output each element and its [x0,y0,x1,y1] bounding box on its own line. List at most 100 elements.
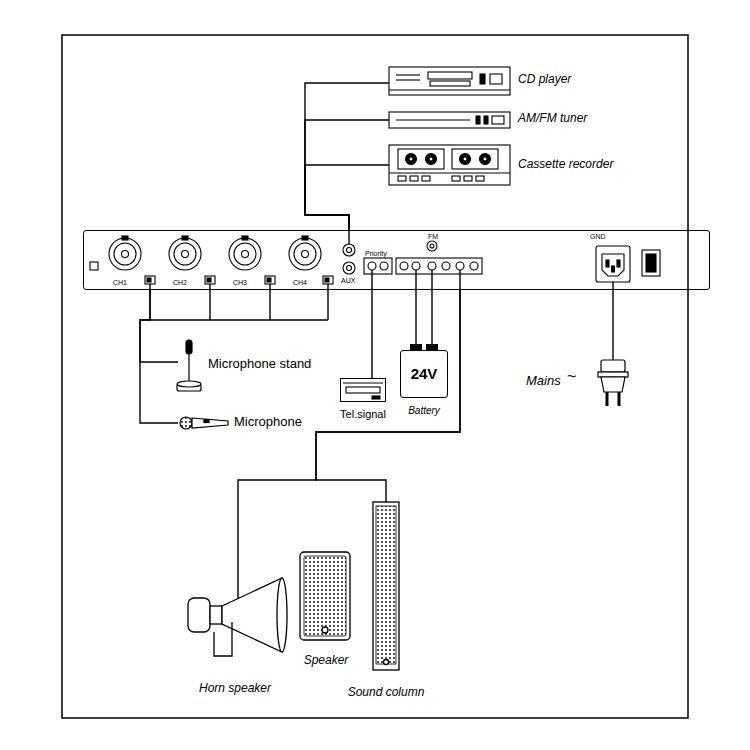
mains-plug-icon [598,372,628,377]
cd-player-icon [490,74,502,84]
telephone-interface-icon [343,383,383,399]
telephone-interface-icon [346,387,380,393]
wire-connector [305,83,389,230]
amplifier-connectors [442,262,450,270]
amplifier-connectors [147,278,151,282]
cassette-recorder-icon [483,157,487,161]
microphone-icon [180,417,192,429]
device-node: Horn speaker [185,598,285,700]
amplifier-connectors [122,236,128,240]
microphone-stand-icon [188,354,189,384]
cd-player-icon [396,74,420,75]
telephone-interface-icon [372,396,380,399]
mains-plug-icon [598,360,628,406]
amplifier-connectors [323,276,333,284]
microphone-stand-icon [177,381,201,387]
microphone-stand-icon [177,340,201,391]
device-label: Mains [526,374,561,389]
outer-frame [62,35,688,718]
amplifier-connectors [347,248,352,253]
tuner-icon [396,119,470,120]
speaker-icon [304,556,346,636]
wire-connector [140,290,178,362]
amplifier-connectors [169,238,201,270]
cassette-recorder-icon [410,176,418,181]
device-label: CH1 [113,279,127,287]
amplifier-connectors [456,262,464,270]
amplifier-connectors [596,246,630,282]
cassette-recorder-icon [429,157,433,161]
amplifier-connectors [428,262,436,270]
cd-player-icon [396,79,420,80]
device-label: FM [428,233,438,241]
tuner-icon [389,112,510,128]
amplifier-connectors [343,244,355,256]
device-label: Sound column [348,686,425,700]
amplifier-connectors [234,243,256,265]
device-label: Priority [365,250,387,258]
cassette-recorder-icon [426,154,437,165]
device-label: Battery [408,405,440,417]
cd-player-icon [430,81,470,86]
amplifier-connectors [109,238,141,270]
cassette-recorder-icon [389,145,510,185]
amplifier-connectors [368,262,376,270]
cassette-recorder-icon [398,149,444,169]
device-node: Cassette recorder [389,145,618,185]
amplifier-connectors [325,278,329,282]
sound-column-icon [373,502,399,670]
horn-speaker-icon [188,598,210,632]
microphone-icon [192,418,228,428]
amplifier-connectors [145,276,155,284]
tuner-icon [476,116,480,124]
cassette-recorder-icon [452,149,498,169]
amplifier-connectors [242,251,249,258]
amplifier-connectors [343,262,355,274]
amplifier-connectors [114,243,136,265]
amplifier-connectors [90,236,660,284]
amplifier-connectors [207,278,211,282]
amplifier-connectors [612,266,615,272]
sound-column-icon [384,660,389,665]
speaker-icon [300,552,350,640]
device-node: Microphone [178,412,306,434]
amplifier-connectors [380,262,388,270]
cassette-recorder-icon [389,145,510,185]
mains-plug-icon [618,392,621,406]
amplifier-connectors [229,238,261,270]
symbol-label: ~ [567,368,576,386]
mains-plug-icon [606,392,609,406]
cassette-recorder-icon [406,154,417,165]
wires [150,319,328,320]
mains-plug-icon [601,360,625,372]
horn-speaker-icon [277,578,287,652]
wires [371,270,372,290]
cassette-recorder-icon [480,154,491,165]
device-label: AUX [341,277,355,285]
microphone-stand-icon [186,340,192,354]
device-node: Speaker [298,550,354,670]
cd-player-icon [389,89,510,90]
sound-column-icon [376,506,396,664]
cassette-recorder-icon [422,176,430,181]
microphone-icon [180,417,228,429]
amplifier-connectors [470,262,478,270]
device-node: Mains [526,360,628,410]
amplifier-connectors [302,236,308,240]
device-label: CH4 [293,279,307,287]
wire-connector [415,290,416,350]
device-node: CH1CH2CH3CH4AUXPriorityFMGND [83,230,710,290]
amplifier-connectors [646,254,656,272]
wire-connector [371,290,372,378]
device-label: Microphone stand [208,357,311,372]
cassette-recorder-icon [464,176,472,181]
device-label: GND [590,233,606,241]
device-label: Speaker [304,654,349,668]
sound-column-icon [373,502,399,670]
wires [348,230,349,244]
device-node: Tel.signal [340,378,386,402]
wire-connector [305,165,389,230]
device-label: AM/FM tuner [518,112,587,126]
